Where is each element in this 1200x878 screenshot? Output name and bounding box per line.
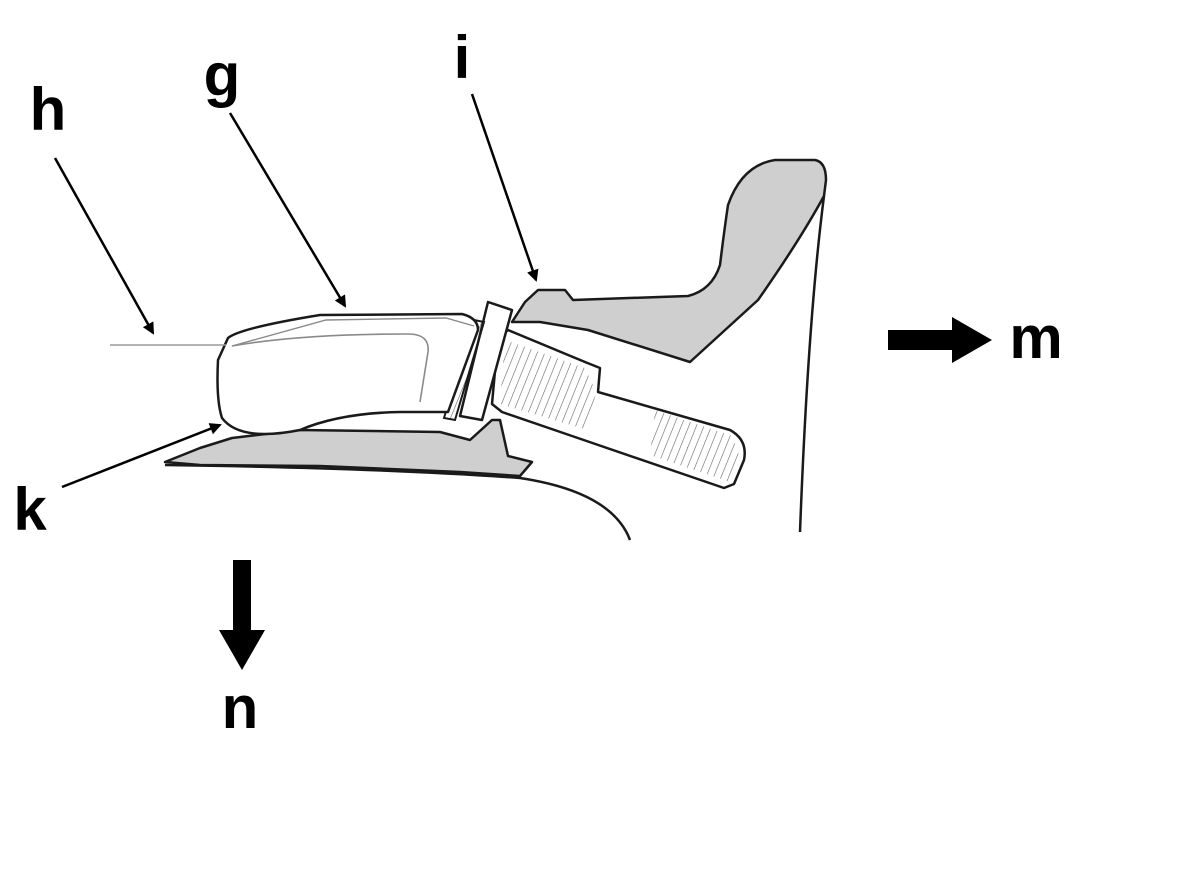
label-i: i <box>454 24 471 91</box>
rim-flange <box>510 158 828 364</box>
direction-arrow-n <box>219 560 265 670</box>
wheel-rim <box>163 158 828 541</box>
label-n: n <box>222 674 259 741</box>
label-h: h <box>30 76 67 143</box>
leader-h <box>53 157 155 335</box>
sensor-body <box>216 312 480 436</box>
label-g: g <box>204 41 241 108</box>
valve-stem-thread-upper <box>500 340 596 430</box>
sensor-top-face <box>231 333 429 403</box>
direction-arrow-m <box>888 317 992 363</box>
leader-k <box>61 423 222 489</box>
label-k: k <box>13 476 47 543</box>
label-m: m <box>1009 304 1062 371</box>
tire-bead <box>163 418 534 478</box>
leader-lines <box>53 93 539 489</box>
valve-nut <box>458 300 514 422</box>
rim-well-curve <box>164 463 632 541</box>
leader-g <box>228 112 347 308</box>
sensor-top-edge <box>231 317 475 347</box>
rim-outer-edge <box>798 195 826 533</box>
valve-stem-thread-lower <box>650 410 740 482</box>
sensor-housing <box>216 312 480 436</box>
leader-i <box>470 93 539 282</box>
